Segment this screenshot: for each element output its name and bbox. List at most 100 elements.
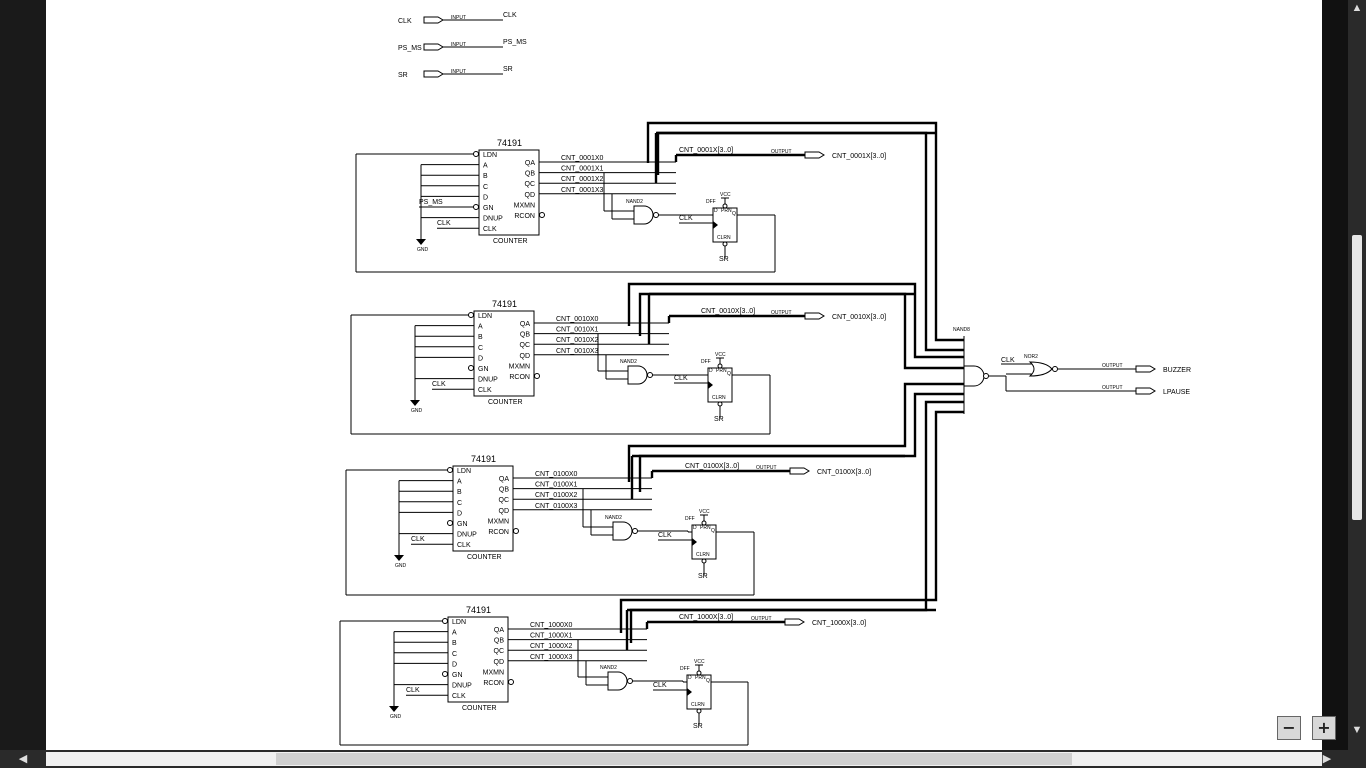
nor2-label: NOR2 (1024, 354, 1038, 360)
counter-pin-a: A (478, 324, 483, 331)
prn-bubble (722, 203, 728, 209)
dff-d-pin: D (714, 208, 718, 214)
counter-pin-clk: CLK (457, 542, 471, 549)
gnd-symbol (410, 400, 420, 406)
bit-net-label: CNT_1000X2 (530, 643, 573, 650)
input-pin-name: SR (398, 72, 408, 79)
zoom-in-button[interactable]: + (1312, 716, 1336, 740)
horizontal-scroll-thumb[interactable] (276, 753, 1072, 765)
counter-pin-clk: CLK (483, 226, 497, 233)
counter-pin-c: C (483, 184, 488, 191)
input-tag: INPUT (451, 42, 466, 48)
bus-trunk (646, 121, 964, 342)
input-tag: INPUT (451, 69, 466, 75)
input-pin-name: CLK (398, 18, 412, 25)
zoom-out-button[interactable]: − (1277, 716, 1301, 740)
counter-pin-b: B (457, 489, 462, 496)
counter-pin-gn: GN (452, 672, 463, 679)
sr-label: SR (698, 573, 708, 580)
nand2-label: NAND2 (626, 199, 643, 205)
counter-pin-qa: QA (520, 321, 530, 328)
ldn-bubble (468, 312, 474, 318)
dff-clk-label: CLK (679, 215, 693, 222)
counter-pin-rcon: RCON (483, 680, 504, 687)
clock-triangle (687, 688, 692, 696)
right-margin (1322, 0, 1348, 750)
dff-label: DFF (685, 516, 695, 522)
counter-pin-mxmn: MXMN (483, 669, 504, 676)
nand2-gate (633, 205, 654, 225)
sr-label: SR (714, 416, 724, 423)
counter-pin-qd: QD (494, 659, 505, 666)
counter-label: COUNTER (493, 238, 528, 245)
dff-clrn-pin: CLRN (717, 235, 731, 241)
bus-label: CNT_0001X[3..0] (679, 147, 733, 154)
horizontal-scrollbar[interactable]: ◀ ▶ (0, 750, 1348, 768)
dff-q-pin: Q (711, 528, 715, 534)
input-pin-symbol (423, 70, 444, 78)
clrn-bubble (722, 241, 728, 247)
input-pin-symbol (423, 16, 444, 24)
rcon-bubble (508, 679, 514, 685)
counter-pin-qc: QC (499, 497, 510, 504)
counter-pin-d: D (452, 661, 457, 668)
scroll-down-icon[interactable]: ▼ (1351, 724, 1363, 736)
vertical-scroll-thumb[interactable] (1352, 235, 1362, 520)
dff-clrn-pin: CLRN (691, 702, 705, 708)
scroll-right-icon[interactable]: ▶ (1322, 753, 1332, 765)
output-pin-symbol (1135, 365, 1156, 373)
counter-pin-qa: QA (494, 627, 504, 634)
scroll-left-icon[interactable]: ◀ (18, 753, 28, 765)
vcc-label: VCC (694, 659, 705, 665)
dff-q-pin: Q (732, 211, 736, 217)
buzzer-label: BUZZER (1163, 367, 1191, 374)
counter-pin-qb: QB (525, 171, 535, 178)
ldn-bubble (473, 151, 479, 157)
scroll-up-icon[interactable]: ▲ (1351, 2, 1363, 14)
bit-net-label: CNT_0010X0 (556, 316, 599, 323)
output-tag: OUTPUT (751, 616, 772, 622)
dff-clrn-pin: CLRN (712, 395, 726, 401)
counter-pin-ldn: LDN (457, 468, 471, 475)
counter-74191 (473, 310, 535, 397)
counter-pin-mxmn: MXMN (514, 202, 535, 209)
vcc-label: VCC (715, 352, 726, 358)
output-pin-symbol (804, 312, 825, 320)
input-net-label: PS_MS (503, 39, 527, 46)
counter-pin-qd: QD (499, 508, 510, 515)
bus-trunk (656, 131, 964, 352)
counter-part-number: 74191 (497, 138, 522, 148)
ldn-bubble (442, 618, 448, 624)
sr-label: SR (719, 256, 729, 263)
clock-triangle (708, 381, 713, 389)
output-tag: OUTPUT (771, 149, 792, 155)
gn-bubble (473, 204, 479, 210)
counter-74191 (452, 465, 514, 552)
dff-prn-pin: PRN (721, 208, 732, 214)
vertical-scrollbar[interactable]: ▲ ▼ (1348, 0, 1366, 750)
input-tag: INPUT (451, 15, 466, 21)
inversion-bubble (653, 212, 659, 218)
counter-pin-qc: QC (520, 342, 531, 349)
nor2-clk-label: CLK (1001, 357, 1015, 364)
output-tag: OUTPUT (1102, 363, 1123, 369)
dff-clk-label: CLK (658, 532, 672, 539)
counter-pin-qb: QB (499, 487, 509, 494)
vcc-label: VCC (699, 509, 710, 515)
counter-pin-dnup: DNUP (478, 377, 498, 384)
gn-bubble (442, 671, 448, 677)
bit-net-label: CNT_0100X3 (535, 503, 578, 510)
dff-prn-pin: PRN (700, 525, 711, 531)
counter-pin-b: B (452, 640, 457, 647)
counter-74191 (478, 149, 540, 236)
nand2-label: NAND2 (600, 665, 617, 671)
output-pin-symbol (789, 467, 810, 475)
counter-label: COUNTER (462, 705, 497, 712)
counter-pin-gn: GN (457, 521, 468, 528)
counter-part-number: 74191 (492, 299, 517, 309)
counter-pin-a: A (452, 630, 457, 637)
counter-pin-dnup: DNUP (452, 683, 472, 690)
counter-label: COUNTER (467, 554, 502, 561)
counter-part-number: 74191 (466, 605, 491, 615)
input-net-label: CLK (503, 12, 517, 19)
